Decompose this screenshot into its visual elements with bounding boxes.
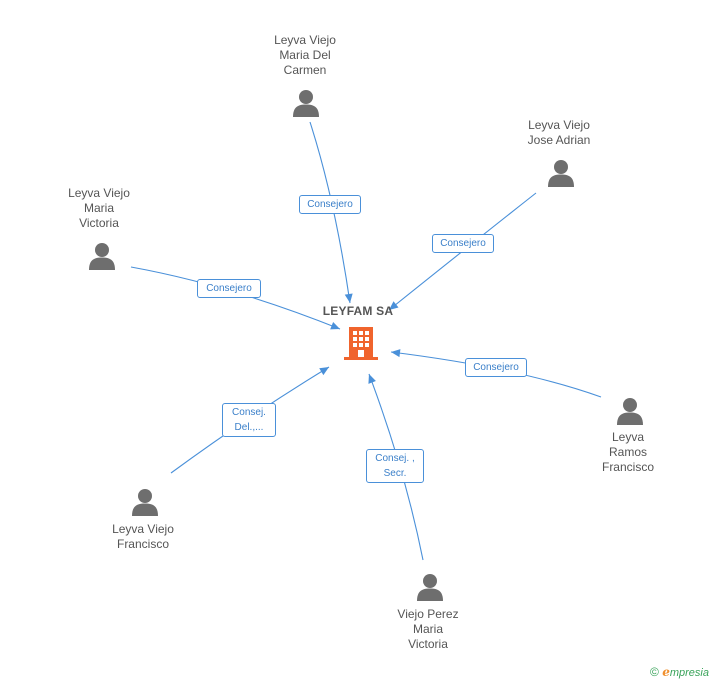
person-icon[interactable] [615,396,645,426]
person-name-line: Jose Adrian [527,133,591,147]
person-name-line: Ramos [608,445,647,459]
person-name-line: Victoria [79,216,119,230]
person-name-line: Leyva [611,430,645,444]
person-name-line: Francisco [116,537,169,551]
relation-label[interactable]: Consejero [432,234,494,253]
brand-initial: e [662,665,670,679]
relation-label[interactable]: Consejero [197,279,261,298]
relation-label-line: Consej. [232,407,266,418]
arrowhead [389,301,399,310]
person-name-line: Carmen [283,63,327,77]
person-name-line: Maria [83,201,114,215]
building-icon[interactable] [344,325,378,361]
person-name-line: Leyva Viejo [274,33,336,47]
footer-brand: © empresia [650,665,709,679]
arrowhead [319,367,329,376]
person-icon[interactable] [130,487,160,517]
person-icon[interactable] [546,158,576,188]
person-name-line: Victoria [408,637,448,651]
relation-label[interactable]: Consejero [465,358,527,377]
person-name-line: Maria Del [279,48,331,62]
relation-edge [130,266,341,330]
relation-label[interactable]: Consej. Del.,... [222,403,276,437]
arrowhead [368,374,376,384]
person-name-line: Francisco [601,460,654,474]
relation-label-line: Consej. , [375,453,415,464]
relation-label-line: Consejero [473,362,519,373]
person-name-line: Leyva Viejo [68,186,130,200]
person-name-line: Viejo Perez [397,607,459,621]
relation-label-line: Consejero [440,238,486,249]
relation-label[interactable]: Consejero [299,195,361,214]
relation-label[interactable]: Consej. , Secr. [366,449,424,483]
relation-label-line: Consejero [307,199,353,210]
person-icon[interactable] [291,88,321,118]
arrowhead [391,349,401,358]
brand-name: mpresia [669,667,709,679]
copyright-symbol: © [650,665,659,679]
person-name-line: Leyva Viejo [528,118,590,132]
company-name[interactable]: LEYFAM SA [322,304,394,318]
person-icon[interactable] [415,572,445,602]
arrowhead [344,293,353,303]
relation-label-line: Consejero [206,283,252,294]
person-icon[interactable] [87,241,117,271]
relation-label-line: Del.,... [234,422,264,433]
person-name-line: Maria [412,622,443,636]
person-name-line: Leyva Viejo [112,522,174,536]
arrowhead [330,321,340,330]
relation-label-line: Secr. [383,468,407,479]
